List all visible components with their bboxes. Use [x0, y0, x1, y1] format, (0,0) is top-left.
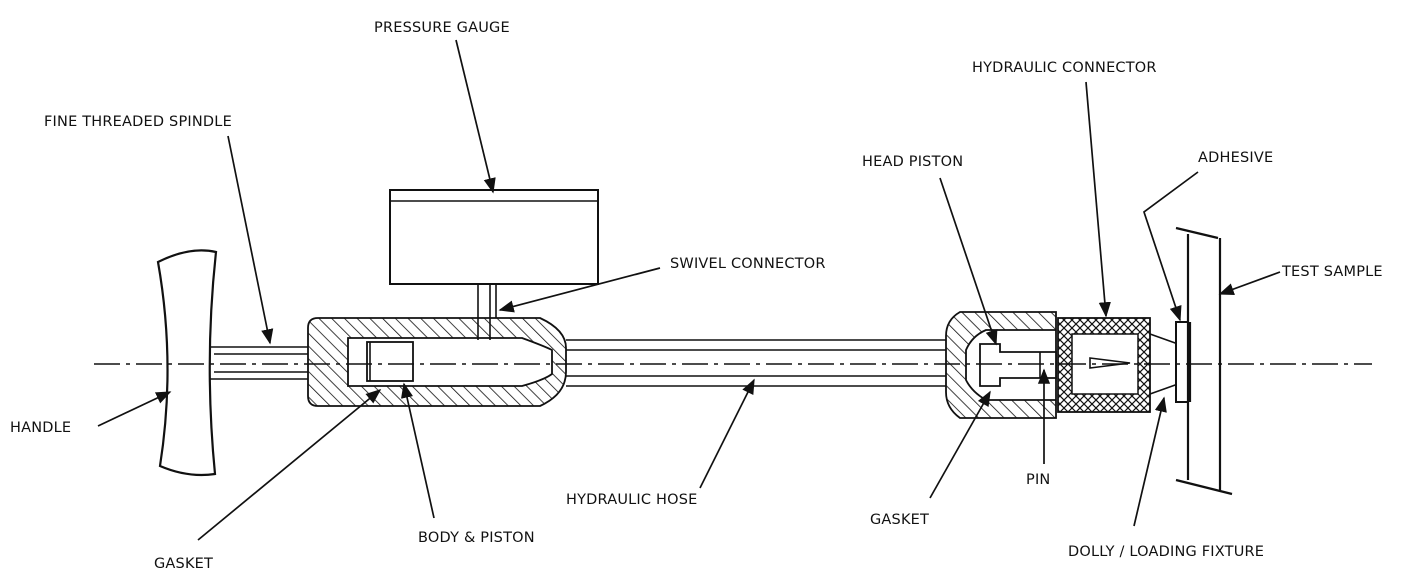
dolly: [1175, 321, 1192, 403]
label-hydraulic-hose: HYDRAULIC HOSE: [566, 492, 698, 508]
label-fine-threaded-spindle: FINE THREADED SPINDLE: [44, 114, 232, 130]
label-dolly-loading-fixture: DOLLY / LOADING FIXTURE: [1068, 544, 1264, 560]
spindle: [210, 346, 312, 380]
label-gasket-right: GASKET: [870, 512, 929, 528]
leader-lines: [97, 39, 1281, 541]
head-housing: [945, 311, 1057, 419]
hydraulic-hose: [566, 339, 946, 387]
label-pin: PIN: [1026, 472, 1050, 488]
label-adhesive: ADHESIVE: [1198, 150, 1273, 166]
test-sample: [1175, 226, 1233, 496]
body-piston: [366, 341, 414, 382]
pressure-gauge: [389, 189, 599, 340]
body-housing: [307, 317, 567, 407]
label-gasket-left: GASKET: [154, 556, 213, 572]
label-swivel-connector: SWIVEL CONNECTOR: [670, 256, 826, 272]
label-body-piston: BODY & PISTON: [418, 530, 535, 546]
label-hydraulic-connector: HYDRAULIC CONNECTOR: [972, 60, 1157, 76]
label-pressure-gauge: PRESSURE GAUGE: [374, 20, 510, 36]
label-handle: HANDLE: [10, 420, 71, 436]
label-test-sample: TEST SAMPLE: [1281, 264, 1383, 280]
hydraulic-connector: [1057, 317, 1179, 413]
head-piston: [979, 343, 1057, 387]
label-head-piston: HEAD PISTON: [862, 154, 963, 170]
handle-shape: [156, 249, 218, 477]
